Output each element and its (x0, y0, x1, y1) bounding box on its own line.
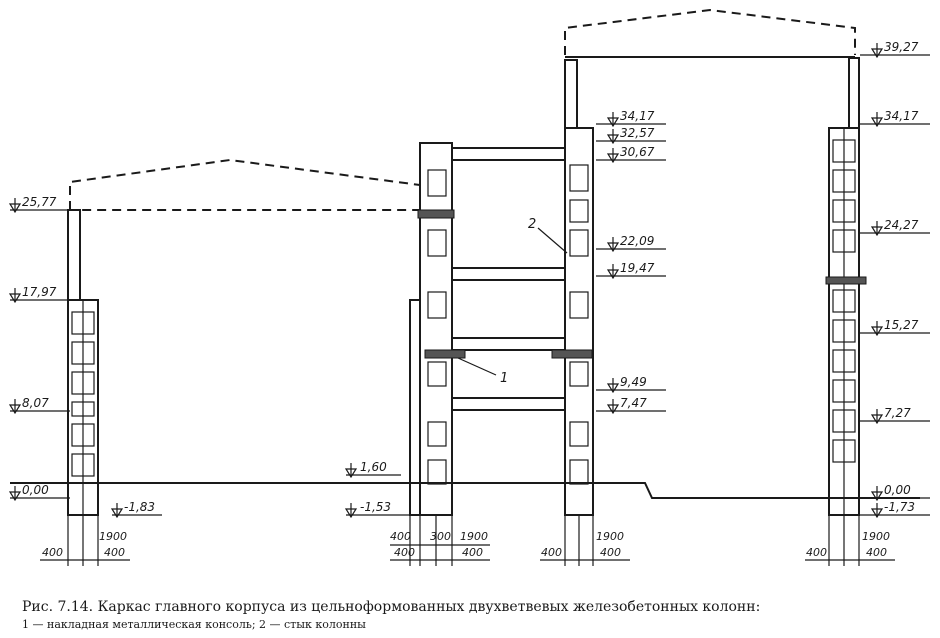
svg-text:1900: 1900 (460, 530, 488, 543)
svg-text:400: 400 (806, 546, 827, 559)
svg-text:9,49: 9,49 (620, 375, 647, 389)
svg-text:1900: 1900 (862, 530, 890, 543)
middle-frame (409, 59, 594, 516)
svg-text:7,27: 7,27 (884, 406, 911, 420)
svg-text:34,17: 34,17 (620, 109, 655, 123)
figure-caption: Рис. 7.14. Каркас главного корпуса из це… (22, 598, 922, 634)
dimensions-middle-left: 400 300 1900 400 400 (390, 515, 490, 566)
svg-text:400: 400 (394, 546, 415, 559)
svg-text:15,27: 15,27 (884, 318, 919, 332)
svg-text:19,47: 19,47 (620, 261, 655, 275)
dimensions-right: 400 1900 400 (805, 515, 895, 566)
callout-2: 2 (528, 217, 536, 232)
roof-left (69, 158, 421, 211)
svg-text:400: 400 (541, 546, 562, 559)
svg-text:400: 400 (42, 546, 63, 559)
svg-text:400: 400 (866, 546, 887, 559)
svg-text:0,00: 0,00 (884, 483, 911, 497)
frame-section-drawing: 25,77 17,97 8,07 0,00 -1,83 34,17 32,57 … (8, 8, 930, 566)
elevation-marks-left: 25,77 17,97 8,07 0,00 -1,83 (8, 195, 162, 519)
svg-text:0,00: 0,00 (22, 483, 49, 497)
svg-text:1900: 1900 (99, 530, 127, 543)
caption-line-1: Рис. 7.14. Каркас главного корпуса из це… (22, 599, 761, 615)
svg-text:-1,53: -1,53 (360, 500, 391, 514)
dimensions-middle-right: 400 1900 400 (540, 515, 630, 566)
caption-line-2: 1 — накладная металлическая консоль; 2 —… (22, 618, 366, 631)
svg-text:32,57: 32,57 (620, 126, 655, 140)
elevation-marks-middle: 34,17 32,57 30,67 22,09 19,47 9,49 7,47 … (344, 109, 666, 519)
svg-text:25,77: 25,77 (22, 195, 57, 209)
svg-text:17,97: 17,97 (22, 285, 57, 299)
svg-text:22,09: 22,09 (620, 234, 654, 248)
svg-text:400: 400 (104, 546, 125, 559)
ground-line (10, 482, 920, 499)
svg-text:39,27: 39,27 (884, 40, 919, 54)
svg-text:400: 400 (600, 546, 621, 559)
svg-text:300: 300 (430, 530, 451, 543)
elevation-marks-right: 39,27 34,17 24,27 15,27 7,27 0,00 -1,73 (860, 40, 930, 519)
svg-text:24,27: 24,27 (884, 218, 919, 232)
roof-right (564, 8, 856, 55)
svg-text:1900: 1900 (596, 530, 624, 543)
svg-text:-1,73: -1,73 (884, 500, 915, 514)
left-column (67, 209, 99, 516)
svg-text:400: 400 (390, 530, 411, 543)
svg-text:400: 400 (462, 546, 483, 559)
svg-text:8,07: 8,07 (22, 396, 49, 410)
dimensions-left: 400 1900 400 (40, 515, 130, 566)
svg-text:30,67: 30,67 (620, 145, 655, 159)
svg-text:7,47: 7,47 (620, 396, 647, 410)
svg-text:34,17: 34,17 (884, 109, 919, 123)
svg-text:1,60: 1,60 (360, 460, 387, 474)
svg-text:-1,83: -1,83 (124, 500, 155, 514)
callout-1: 1 (500, 371, 508, 386)
right-column (825, 57, 867, 516)
